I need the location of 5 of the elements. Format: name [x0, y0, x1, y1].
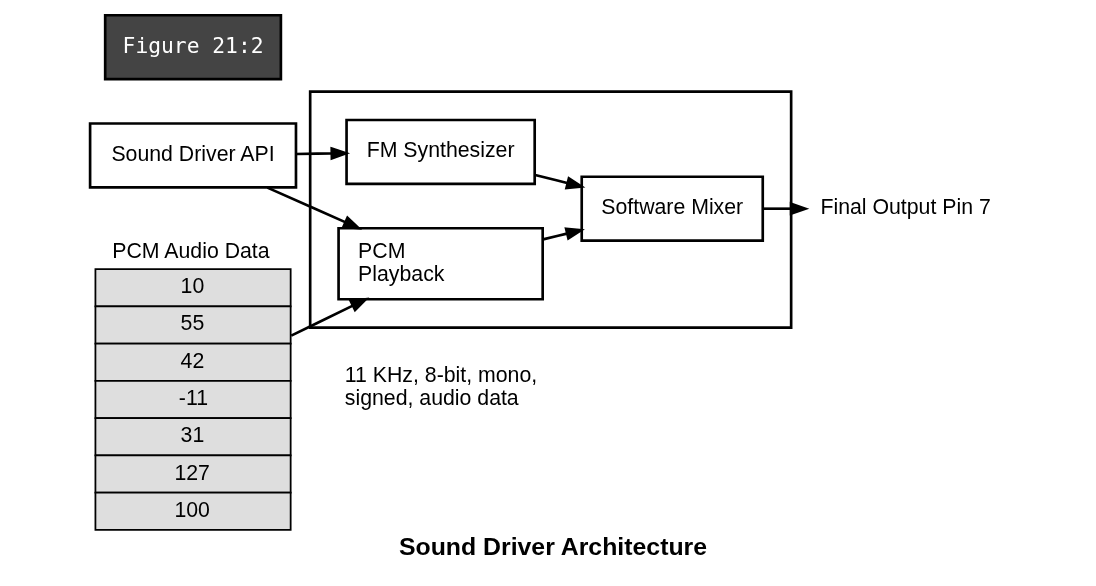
label: Figure 21:2 — [122, 32, 264, 58]
node-label: 11 KHz, 8-bit, mono, signed, audio data — [344, 362, 538, 410]
node-text: Final Output Pin 7 — [820, 195, 991, 220]
caption: Sound Driver Architecture — [398, 533, 708, 561]
node-label: PCM Audio Data — [112, 238, 270, 263]
